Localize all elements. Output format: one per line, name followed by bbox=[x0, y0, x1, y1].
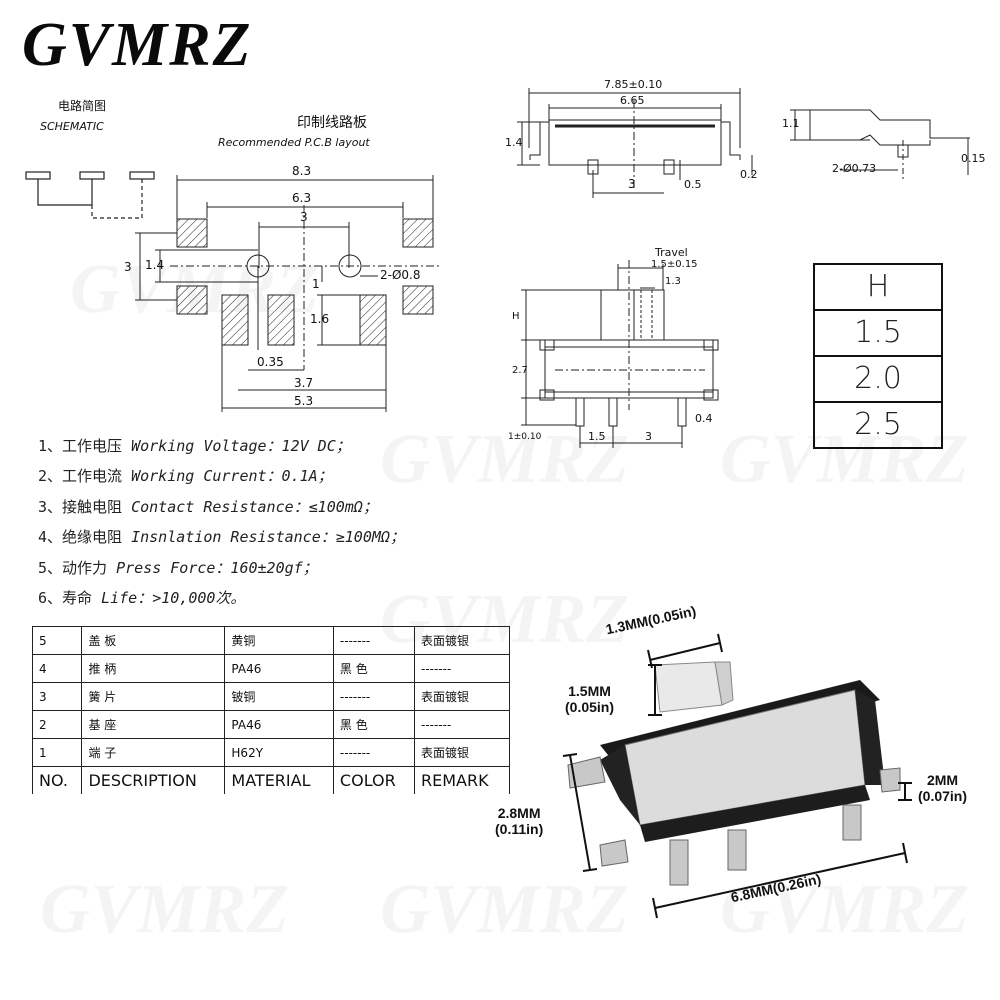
dim-1-010: 1±0.10 bbox=[508, 432, 542, 442]
watermark: GVMRZ bbox=[720, 420, 969, 500]
spec-line: 4、绝缘电阻 Insnlation Resistance：≥100MΩ； bbox=[38, 528, 405, 546]
spec-line: 6、寿命 Life：>10,000次。 bbox=[38, 589, 246, 607]
switch-photo bbox=[567, 661, 901, 886]
height-table: H 1.5 2.0 2.5 bbox=[813, 263, 943, 449]
dim-1-4: 1.4 bbox=[145, 258, 165, 272]
dim-7-85: 7.85±0.10 bbox=[604, 78, 663, 91]
spec-line: 1、工作电压 Working Voltage：12V DC； bbox=[38, 437, 351, 455]
dim-2-7: 2.7 bbox=[512, 365, 528, 376]
travel-label: Travel bbox=[655, 246, 688, 259]
height-table-cell: 1.5 bbox=[815, 311, 941, 357]
body-height-label: 2.8MM(0.11in) bbox=[495, 805, 544, 837]
front-view-diagram bbox=[521, 260, 719, 448]
dim-3-top: 3 bbox=[628, 177, 636, 191]
spec-line: 3、接触电阻 Contact Resistance：≤100mΩ； bbox=[38, 498, 378, 516]
dim-0-5: 0.5 bbox=[684, 178, 702, 191]
watermark: GVMRZ bbox=[380, 870, 629, 950]
dim-0-4: 0.4 bbox=[695, 412, 713, 425]
dim-6-3: 6.3 bbox=[292, 191, 312, 205]
dim-3-front: 3 bbox=[645, 430, 652, 443]
pin-height-label: 2MM(0.07in) bbox=[918, 772, 968, 804]
dim-1-3-front: 1.3 bbox=[665, 276, 681, 287]
travel-value: 1.5±0.15 bbox=[651, 259, 698, 270]
dim-1: 1 bbox=[312, 277, 320, 291]
dim-1-6: 1.6 bbox=[310, 312, 330, 326]
dim-0-2: 0.2 bbox=[740, 168, 758, 181]
dim-1-5-front: 1.5 bbox=[588, 430, 606, 443]
spec-line: 2、工作电流 Working Current：0.1A； bbox=[38, 467, 333, 485]
height-table-cell: 2.5 bbox=[854, 407, 902, 442]
schematic-diagram bbox=[25, 171, 155, 219]
dim-3-7: 3.7 bbox=[294, 376, 314, 390]
knob-height-label: 1.5MM(0.05in) bbox=[565, 683, 615, 715]
dim-0-15: 0.15 bbox=[961, 152, 986, 165]
pcb-title-en: Recommended P.C.B layout bbox=[218, 136, 370, 149]
pcb-title-cn: 印制线路板 bbox=[297, 115, 367, 131]
dim-3-vertical: 3 bbox=[124, 260, 132, 274]
photo-dimension-lines bbox=[562, 633, 912, 919]
schematic-title-cn: 电路简图 bbox=[58, 99, 107, 113]
dim-3: 3 bbox=[300, 210, 308, 224]
schematic-title-en: SCHEMATIC bbox=[40, 120, 104, 133]
height-table-header: H bbox=[815, 265, 941, 311]
hole-callout-side: 2-Ø0.73 bbox=[832, 162, 877, 175]
top-view-diagram bbox=[517, 88, 753, 198]
dim-6-65: 6.65 bbox=[620, 94, 645, 107]
dim-5-3: 5.3 bbox=[294, 394, 314, 408]
dim-1-4-top: 1.4 bbox=[505, 136, 523, 149]
dim-1-1: 1.1 bbox=[782, 117, 800, 130]
hole-callout: 2-Ø0.8 bbox=[380, 268, 421, 282]
spec-line: 5、动作力 Press Force：160±20gf； bbox=[38, 559, 318, 577]
watermark: GVMRZ bbox=[40, 870, 289, 950]
dim-0-35: 0.35 bbox=[257, 355, 284, 369]
dim-8-3: 8.3 bbox=[292, 164, 312, 178]
brand-logo: GVMRZ bbox=[22, 11, 253, 79]
pcb-layout-diagram bbox=[135, 175, 440, 412]
height-table-cell: 2.0 bbox=[815, 357, 941, 403]
side-view-diagram bbox=[790, 109, 970, 180]
dim-h: H bbox=[512, 311, 520, 322]
watermark: GVMRZ bbox=[380, 420, 629, 500]
